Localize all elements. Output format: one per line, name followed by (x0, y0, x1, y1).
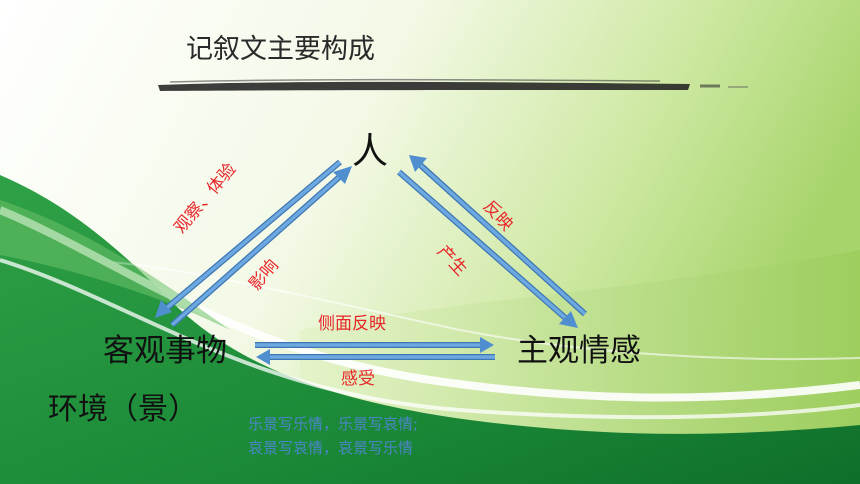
arrow-emotion-to-object (256, 349, 495, 365)
page-title: 记叙文主要构成 (186, 34, 375, 65)
arrow-object-to-person (170, 166, 352, 328)
node-person: 人 (352, 131, 389, 172)
arrow-emotion-to-person (409, 155, 588, 317)
arrow-person-to-object (155, 159, 342, 318)
label-feel: 感受 (341, 369, 375, 389)
node-subjective-emotion: 主观情感 (517, 333, 641, 369)
label-side-reflect: 侧面反映 (318, 314, 386, 334)
note-line-2: 哀景写哀情，哀景写乐情 (248, 439, 414, 457)
arrow-object-to-emotion (255, 337, 494, 353)
arrow-person-to-emotion (397, 169, 578, 328)
node-environment: 环境（景） (48, 392, 198, 427)
note-line-1: 乐景写乐情，乐景写哀情; (248, 415, 419, 433)
node-objective-things: 客观事物 (103, 333, 227, 369)
